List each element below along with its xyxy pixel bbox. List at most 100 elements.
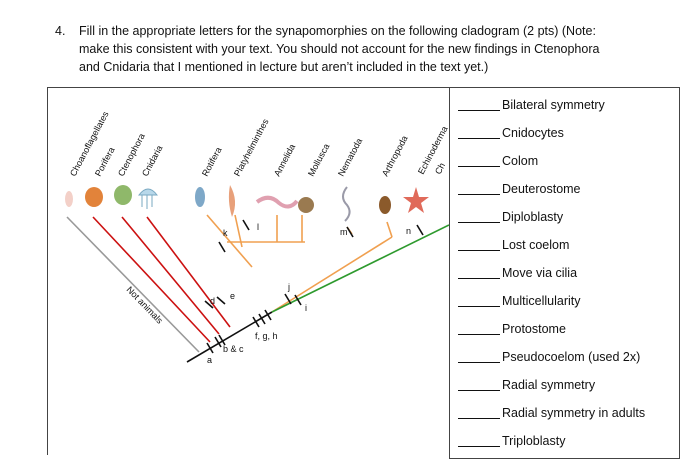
answer-row: Diploblasty <box>450 205 681 233</box>
scorpion-icon <box>379 196 391 214</box>
answer-row: Radial symmetry in adults <box>450 401 681 429</box>
answer-label: Cnidocytes <box>502 126 564 140</box>
answer-row: Multicellularity <box>450 289 681 317</box>
answer-blank[interactable] <box>458 446 500 447</box>
answer-blank[interactable] <box>458 194 500 195</box>
answer-blank[interactable] <box>458 418 500 419</box>
synapomorphy-tick <box>346 226 354 238</box>
marker-label: e <box>230 291 235 301</box>
synapomorphy-tick <box>252 316 260 328</box>
answer-label: Protostome <box>502 322 566 336</box>
taxon-label: Annelida <box>272 142 297 178</box>
answer-blank[interactable] <box>458 390 500 391</box>
starfish-icon <box>403 187 429 213</box>
answer-row: Cnidocytes <box>450 121 681 149</box>
answer-row: Move via cilia <box>450 261 681 289</box>
answer-row: Colom <box>450 149 681 177</box>
answer-row: Protostome <box>450 317 681 345</box>
answer-blank[interactable] <box>458 278 500 279</box>
flatworm-icon <box>228 185 236 217</box>
deuterostome-branch <box>271 224 449 313</box>
taxon-label: Arthropoda <box>380 134 410 178</box>
sponge-icon <box>85 187 103 207</box>
answer-blank[interactable] <box>458 138 500 139</box>
snail-icon <box>298 197 314 213</box>
answer-label: Pseudocoelom (used 2x) <box>502 350 641 364</box>
answer-blank[interactable] <box>458 166 500 167</box>
choanoflagellate-icon <box>65 191 73 207</box>
synapomorphy-tick <box>416 224 424 236</box>
jellyfish-icon <box>137 188 159 196</box>
answer-row: Pseudocoelom (used 2x) <box>450 345 681 373</box>
jellyfish-tentacles-icon <box>141 195 153 209</box>
marker-label: k <box>223 228 228 238</box>
answer-row: Radial symmetry <box>450 373 681 401</box>
taxon-label: Porifera <box>93 145 117 178</box>
answer-blank[interactable] <box>458 110 500 111</box>
synapomorphy-tick <box>204 300 214 309</box>
answer-label: Move via cilia <box>502 266 578 280</box>
answer-row: Bilateral symmetry <box>450 93 681 121</box>
outgroup-label: Not animals <box>125 284 166 325</box>
taxon-label: Mollusca <box>306 142 332 178</box>
question-line-1: Fill in the appropriate letters for the … <box>79 24 596 38</box>
answer-choices: Bilateral symmetry Cnidocytes Colom Deut… <box>449 87 680 459</box>
marker-label: d <box>210 296 215 306</box>
answer-label: Colom <box>502 154 539 168</box>
answer-label: Multicellularity <box>502 294 581 308</box>
synapomorphy-tick <box>206 342 214 354</box>
nematode-icon <box>342 186 351 222</box>
marker-label: b & c <box>223 344 244 354</box>
answer-label: Radial symmetry in adults <box>502 406 646 420</box>
answer-label: Lost coelom <box>502 238 570 252</box>
ctenophore-branch <box>121 216 220 335</box>
synapomorphy-tick <box>218 334 226 346</box>
answer-blank[interactable] <box>458 362 500 363</box>
synapomorphy-tick <box>294 294 302 306</box>
synapomorphy-tick <box>284 293 292 305</box>
marker-label: j <box>287 282 290 292</box>
marker-label: m <box>340 227 348 237</box>
cnidarian-branch <box>146 216 231 328</box>
question-text: Fill in the appropriate letters for the … <box>79 22 669 76</box>
answer-row: Deuterostome <box>450 177 681 205</box>
answer-label: Bilateral symmetry <box>502 98 605 112</box>
synapomorphy-tick <box>216 296 226 305</box>
taxon-label: Rotifera <box>200 145 224 178</box>
answer-row: Triploblasty <box>450 429 681 457</box>
answer-label: Radial symmetry <box>502 378 596 392</box>
synapomorphy-tick <box>258 313 266 325</box>
answer-blank[interactable] <box>458 250 500 251</box>
answer-blank[interactable] <box>458 306 500 307</box>
cladogram: Choanoflagellates Porifera Ctenophora Cn… <box>65 109 449 365</box>
marker-label: a <box>207 355 212 365</box>
earthworm-icon <box>255 195 299 209</box>
marker-label: i <box>305 303 307 313</box>
answer-blank[interactable] <box>458 222 500 223</box>
answer-blank[interactable] <box>458 334 500 335</box>
arthropod-branch <box>386 221 393 238</box>
synapomorphy-tick <box>218 241 226 253</box>
taxon-label: Nematoda <box>336 137 364 178</box>
marker-label: n <box>406 226 411 236</box>
synapomorphy-tick <box>264 309 272 321</box>
answer-label: Deuterostome <box>502 182 581 196</box>
taxon-label: Ch <box>433 161 447 176</box>
lophotrochozoa-stem <box>206 214 253 268</box>
answer-row: Lost coelom <box>450 233 681 261</box>
protostome-stem <box>271 236 393 313</box>
question-number: 4. <box>55 24 66 38</box>
answer-label: Triploblasty <box>502 434 566 448</box>
taxon-label: Platyhelminthes <box>232 117 271 178</box>
synapomorphy-tick <box>214 336 222 348</box>
outgroup-branch <box>66 216 200 353</box>
answer-label: Diploblasty <box>502 210 564 224</box>
question-line-2: make this consistent with your text. You… <box>79 42 600 56</box>
sponge-branch <box>92 216 211 343</box>
ctenophore-icon <box>114 185 132 205</box>
rotifer-icon <box>195 187 205 207</box>
taxon-label: Cnidaria <box>140 144 165 178</box>
marker-label: f, g, h <box>255 331 278 341</box>
marker-label: l <box>257 222 259 232</box>
animal-stem <box>186 311 273 363</box>
